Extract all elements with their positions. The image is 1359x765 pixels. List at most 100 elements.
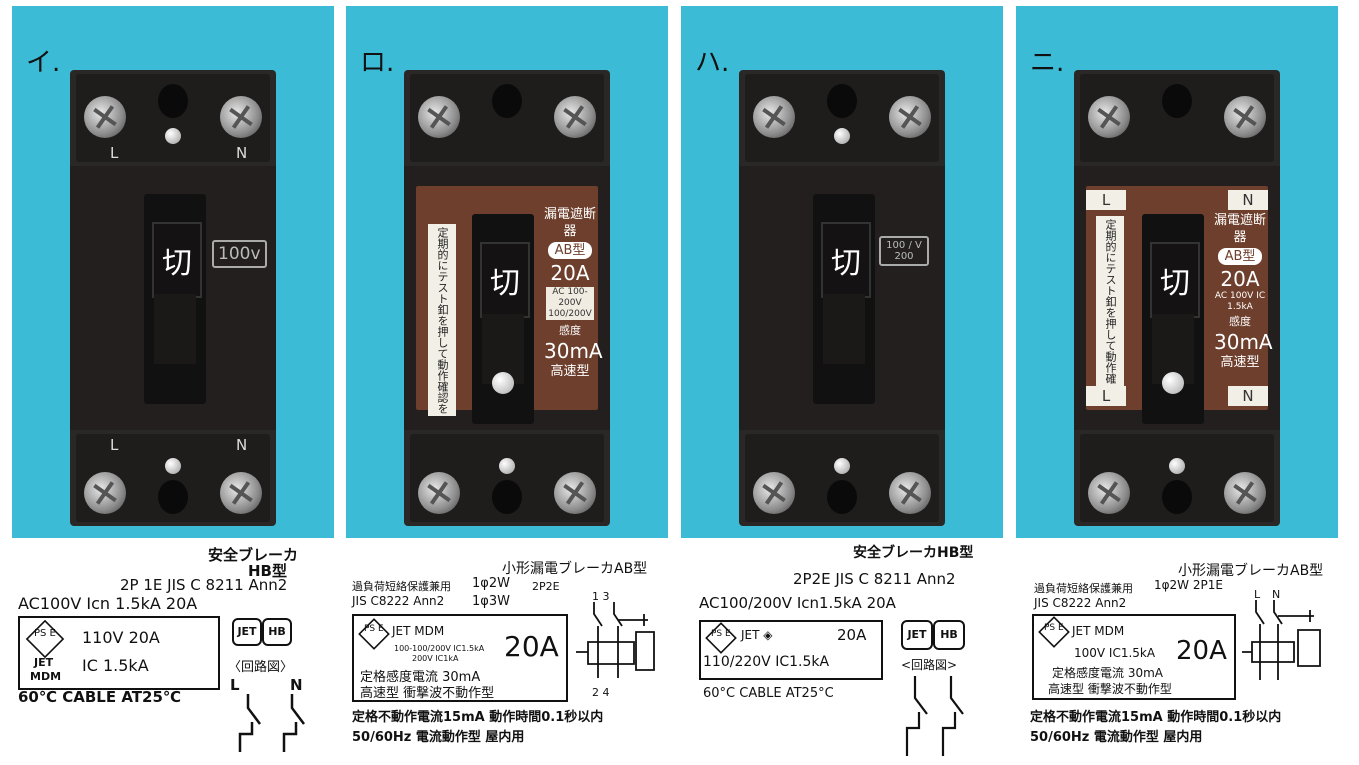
spec-label-i: 安全ブレーカ HB型 2P 1E JIS C 8211 Ann2 AC100V …: [12, 540, 334, 765]
pse-mark: PS E: [364, 624, 384, 634]
label-n: N: [236, 144, 248, 162]
breaker-middle: 定期的にテスト釦を押して動作確認をしてください 切 漏電遮断器 AB型 20A …: [404, 166, 610, 430]
screw-icon: [889, 96, 931, 138]
breaker-body: 切 100 / V 200: [739, 70, 945, 526]
circuit-label: <回路図>: [901, 658, 958, 672]
spec-line-1b: 1φ2W: [472, 576, 510, 591]
terminal-block-bottom: [745, 434, 939, 522]
label-l: L: [110, 144, 119, 162]
spec-type: AB型: [1218, 248, 1262, 265]
spec-type: AB型: [548, 242, 592, 259]
spec-amp: 20A: [504, 630, 559, 663]
switch-toggle[interactable]: 切: [821, 222, 871, 298]
hole: [1162, 480, 1192, 514]
rating-box: PS E JET MDM 110V 20A IC 1.5kA: [18, 616, 220, 690]
screw-icon: [753, 96, 795, 138]
screw-icon: [889, 472, 931, 514]
diagram-bottom: 2 4: [592, 686, 610, 699]
spec-speed: 高速型 衝撃波不動作型: [360, 686, 495, 701]
hole: [492, 480, 522, 514]
rivet: [165, 458, 181, 474]
rivet: [834, 458, 850, 474]
spec-line-2a: JIS C8222 Ann2: [1034, 596, 1127, 610]
jet-icon: JET: [901, 620, 933, 650]
terminal-block-top: L N: [76, 74, 270, 162]
spec-line-2b: 1φ3W: [472, 594, 510, 609]
switch-toggle[interactable]: 切: [152, 222, 202, 298]
test-button[interactable]: [492, 372, 514, 394]
spec-label-ha: 安全ブレーカHB型 2P2E JIS C 8211 Ann2 AC100/200…: [681, 540, 1003, 765]
screw-icon: [220, 96, 262, 138]
spec-speed: 高速型: [1220, 355, 1260, 370]
spec-line-2: AC100V Icn 1.5kA 20A: [18, 594, 198, 613]
terminal-block-bottom: [1080, 434, 1274, 522]
spec-ma: 30mA: [1214, 330, 1273, 354]
diagram-top: 1 3: [592, 590, 610, 603]
spec-title: 安全ブレーカ: [208, 546, 299, 564]
panel-ni: ニ. L N 定期的にテスト釦を押して動作確認をしてください 切: [1016, 0, 1338, 765]
breaker-photo-ro: ロ. 定期的にテスト釦を押して動作確認をしてください 切 漏電遮断器: [346, 6, 668, 538]
spec-line-1: 2P 1E JIS C 8211 Ann2: [120, 576, 288, 594]
jet-icon: JET: [232, 618, 262, 646]
hole: [158, 480, 188, 514]
label-l-top: L: [1086, 190, 1126, 210]
label-plate: 定期的にテスト釦を押して動作確認をしてください 切 漏電遮断器 AB型 20A …: [416, 186, 603, 424]
test-button[interactable]: [1162, 372, 1184, 394]
screw-icon: [1088, 472, 1130, 514]
spec-line-1b: 1φ2W 2P1E: [1154, 578, 1223, 592]
spec-label-ni: 小形漏電ブレーカAB型 過負荷短絡保護兼用 1φ2W 2P1E JIS C822…: [1016, 540, 1338, 765]
spec-title: 小形漏電ブレーカAB型: [1178, 563, 1324, 579]
screw-icon: [84, 96, 126, 138]
test-warning: 定期的にテスト釦を押して動作確認をしてください: [1096, 216, 1124, 386]
diagram-l: L: [1254, 588, 1261, 601]
panel-tag: ニ.: [1030, 48, 1065, 78]
jet-mark: JET: [34, 656, 54, 669]
screw-icon: [554, 472, 596, 514]
spec-footer-1: 定格不動作電流15mA 動作時間0.1秒以内: [1030, 710, 1282, 725]
switch-housing: 切: [472, 214, 534, 424]
rivet: [1169, 458, 1185, 474]
screw-icon: [418, 96, 460, 138]
spec-ac: AC 100V IC 1.5kA: [1214, 291, 1266, 312]
breaker-body: L N 切 100v L N: [70, 70, 276, 526]
spec-amp: 20A: [1220, 267, 1260, 291]
screw-icon: [418, 472, 460, 514]
switch-housing: 切: [144, 194, 206, 404]
spec-line-1a: 過負荷短絡保護兼用: [1034, 582, 1133, 595]
spec-footer-2: 50/60Hz 電流動作型 屋内用: [352, 730, 525, 745]
box-line-2: IC 1.5kA: [82, 656, 149, 675]
breaker-photo-ni: ニ. L N 定期的にテスト釦を押して動作確認をしてください 切: [1016, 6, 1338, 538]
breaker-body: 定期的にテスト釦を押して動作確認をしてください 切 漏電遮断器 AB型 20A …: [404, 70, 610, 526]
screw-icon: [84, 472, 126, 514]
label-l: L: [110, 436, 119, 454]
switch-lever: [823, 294, 865, 364]
terminal-block-top: [745, 74, 939, 162]
jet-mdm: JET MDM: [1072, 624, 1125, 638]
screw-icon: [1224, 472, 1266, 514]
switch-housing: 切: [1142, 214, 1204, 424]
panel-ro: ロ. 定期的にテスト釦を押して動作確認をしてください 切 漏電遮断器: [346, 0, 668, 765]
pse-mark: PS E: [34, 628, 56, 639]
hole: [827, 480, 857, 514]
spec-ac: AC 100-200V 100/200V: [546, 287, 594, 320]
switch-toggle[interactable]: 切: [1150, 242, 1200, 318]
spec-type: HB型: [248, 562, 287, 580]
switch-toggle[interactable]: 切: [480, 242, 530, 318]
screw-icon: [554, 96, 596, 138]
small-rating-1: 100V IC1.5kA: [1074, 646, 1156, 660]
hole: [158, 84, 188, 118]
spec-line-2a: JIS C8222 Ann2: [352, 594, 445, 608]
circuit-diagram-icon: [238, 694, 305, 752]
diagram-l: L: [230, 676, 240, 694]
breaker-spec: 漏電遮断器 AB型 20A AC 100-200V 100/200V 感度 30…: [544, 206, 603, 380]
spec-title: 漏電遮断器: [544, 207, 597, 239]
circuit-diagram-icon: [576, 602, 655, 678]
hole: [1162, 84, 1192, 118]
panel-tag: ハ.: [695, 48, 730, 78]
breaker-middle: L N 定期的にテスト釦を押して動作確認をしてください 切 漏電遮断器 AB型 …: [1074, 166, 1280, 430]
spec-footer: 60°C CABLE AT25°C: [703, 686, 834, 701]
small-rating-2: 200V IC1kA: [412, 654, 459, 663]
spec-title: 小形漏電ブレーカAB型: [502, 561, 648, 577]
circuit-diagram-icon: [1242, 600, 1321, 680]
mdm-mark: MDM: [30, 670, 62, 683]
